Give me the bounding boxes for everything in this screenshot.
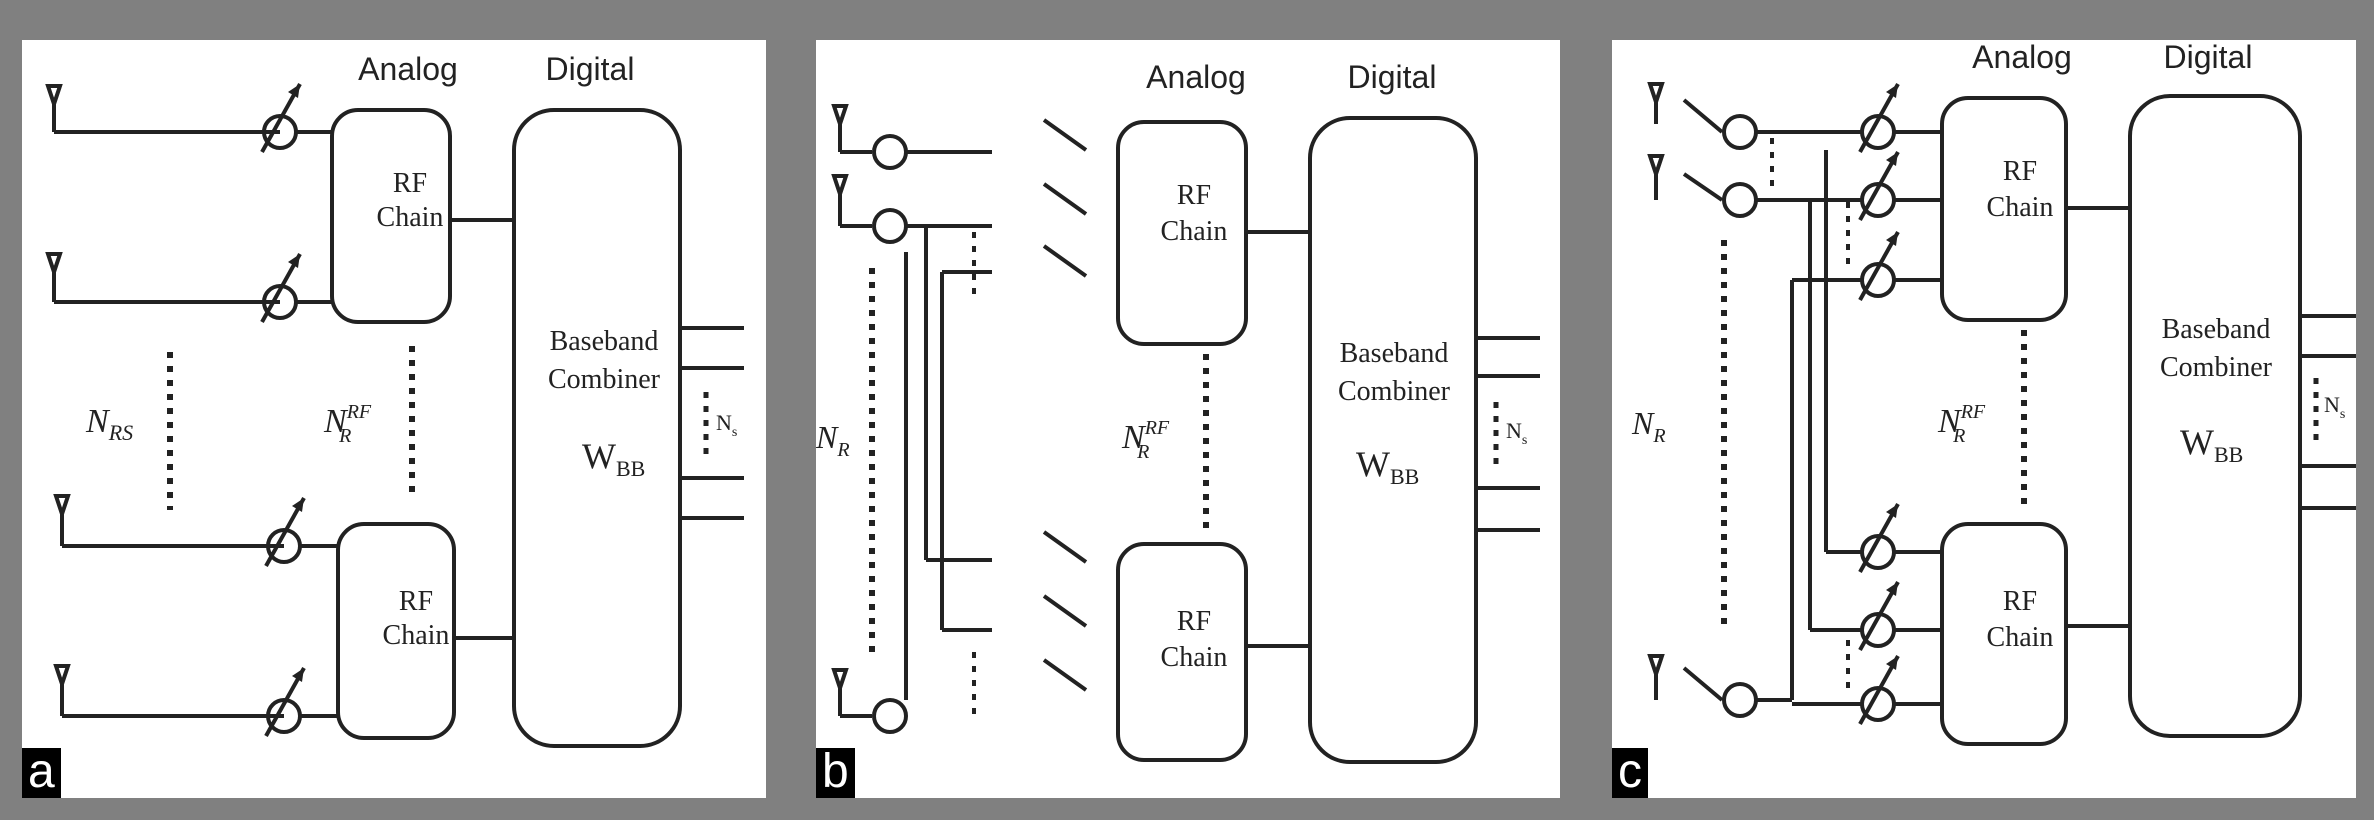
antenna-branch-2 [45, 252, 334, 323]
phase-shifters-top [1858, 83, 1900, 301]
baseband-label: Baseband [1340, 338, 1449, 369]
rf-chain-bottom [1116, 542, 1248, 762]
baseband-combiner-box [2128, 94, 2302, 738]
panel-c: Analog Digital RF Chain RF Chain Baseban… [1612, 40, 2356, 798]
antenna-icon [45, 252, 63, 279]
antenna-icon [1647, 654, 1665, 681]
antenna-icon [53, 494, 71, 521]
baseband-combiner-box [512, 108, 682, 748]
rf-chain-top-line2: Chain [1987, 192, 2054, 223]
antenna-branch-1 [45, 83, 334, 153]
panel-a-tag: a [22, 748, 61, 798]
digital-header: Digital [1348, 59, 1437, 95]
ns-label: Ns [716, 410, 737, 440]
ns-label: Ns [1506, 418, 1527, 448]
combiner-label: Combiner [548, 364, 661, 395]
panel-c-diagram: Analog Digital RF Chain RF Chain Baseban… [1631, 40, 2356, 746]
rf-chain-bottom [1940, 522, 2068, 746]
rf-chain-bottom-line1: RF [1177, 606, 1211, 637]
antenna-icon [1647, 82, 1665, 109]
splitter-icon [1722, 114, 1758, 150]
panel-a-diagram: Analog Digital RF Chain RF Chain Baseban… [45, 51, 744, 748]
rf-chain-bottom-line2: Chain [383, 620, 450, 651]
splitter-icon [872, 208, 908, 244]
wbb-label: WBB [582, 436, 645, 481]
combiner-label: Combiner [1338, 376, 1451, 407]
antenna-icon [831, 104, 849, 131]
panel-a: Analog Digital RF Chain RF Chain Baseban… [22, 40, 766, 798]
rf-chain-bottom-line2: Chain [1161, 642, 1228, 673]
digital-header: Digital [2164, 40, 2253, 75]
antenna-branch-1 [831, 104, 992, 170]
digital-header: Digital [546, 51, 635, 87]
analog-header: Analog [1146, 59, 1246, 95]
baseband-label: Baseband [550, 326, 659, 357]
splitter-icon [1722, 682, 1758, 718]
antenna-branch-3 [831, 252, 908, 734]
panel-b-tag: b [816, 748, 855, 798]
antenna-icon [831, 174, 849, 201]
rf-chain-top-line1: RF [393, 168, 427, 199]
antenna-icon [53, 664, 71, 691]
antenna-icon [1647, 154, 1665, 181]
combiner-label: Combiner [2160, 352, 2273, 383]
splitter-icon [872, 134, 908, 170]
splitter-icon [1722, 182, 1758, 218]
n-r-label: NR [816, 419, 850, 461]
wbb-label: WBB [2180, 422, 2243, 467]
rf-chain-bottom-line2: Chain [1987, 622, 2054, 653]
wbb-label: WBB [1356, 444, 1419, 489]
rf-chain-top-line1: RF [1177, 180, 1211, 211]
n-r-label: NR [1631, 405, 1666, 447]
antenna-branch-4 [53, 664, 338, 737]
rf-chain-bottom-line1: RF [2003, 586, 2037, 617]
rf-chain-top-line2: Chain [377, 202, 444, 233]
antenna-branch-2 [831, 174, 992, 244]
antenna-branch-1 [1647, 82, 1862, 150]
analog-header: Analog [1972, 40, 2072, 75]
n-rs-label: NRS [85, 403, 133, 445]
antenna-icon [45, 84, 63, 111]
panel-c-tag: c [1612, 748, 1648, 798]
panel-b: Analog Digital RF Chain RF Chain Baseban… [816, 40, 1560, 798]
analog-header: Analog [358, 51, 458, 87]
antenna-branch-3 [1647, 654, 1792, 718]
antenna-branch-3 [53, 494, 338, 567]
rf-chain-bottom-line1: RF [399, 586, 433, 617]
panel-b-diagram: Analog Digital RF Chain RF Chain Baseban… [816, 59, 1540, 764]
baseband-label: Baseband [2162, 314, 2271, 345]
antenna-branch-2 [1647, 154, 1862, 218]
baseband-combiner-box [1308, 116, 1478, 764]
splitter-icon [872, 698, 908, 734]
antenna-icon [831, 668, 849, 695]
rf-chain-bottom [336, 522, 456, 740]
rf-chain-top [330, 108, 452, 324]
rf-chain-top-line2: Chain [1161, 216, 1228, 247]
ns-label: Ns [2324, 392, 2345, 422]
rf-chain-top-line1: RF [2003, 156, 2037, 187]
phase-shifters-bottom [1858, 503, 1900, 725]
